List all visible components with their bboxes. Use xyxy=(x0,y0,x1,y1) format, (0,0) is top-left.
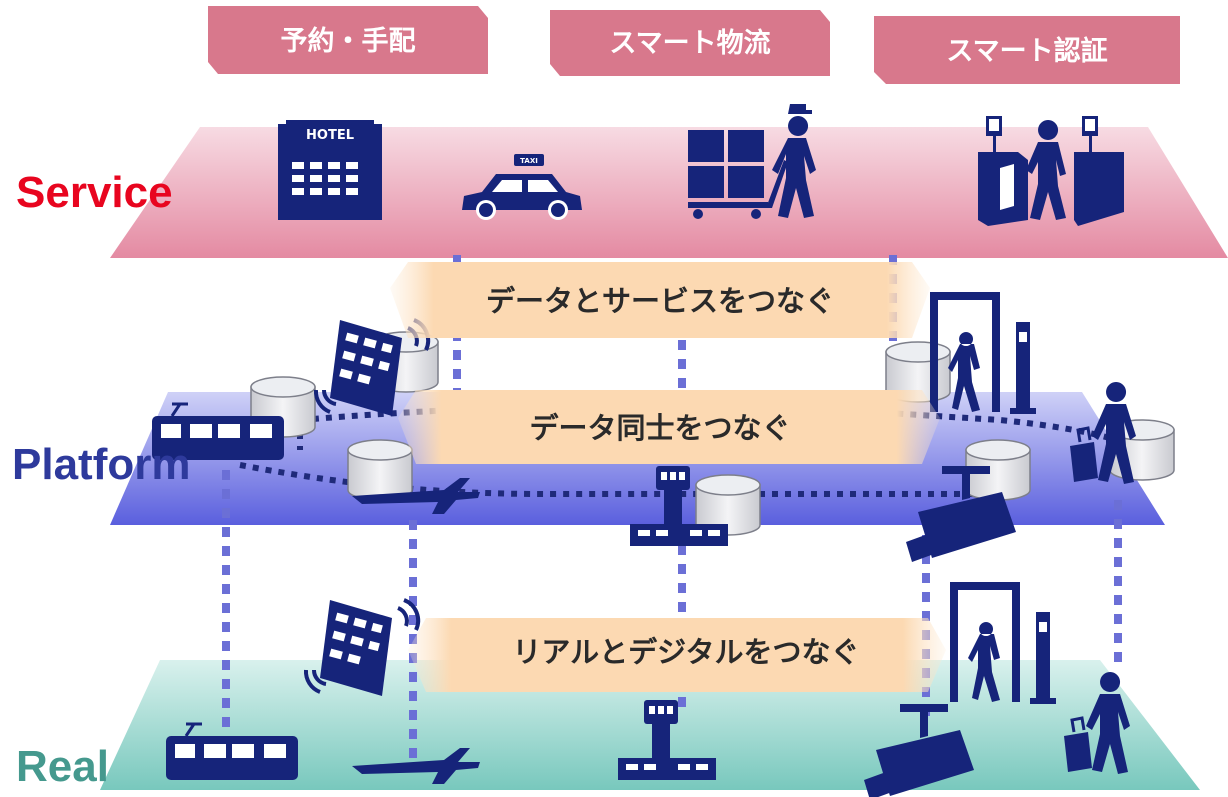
banner-label: データ同士をつなぐ xyxy=(529,411,790,445)
tag-label: スマート物流 xyxy=(609,28,770,59)
banner-real-and-digital: リアルとデジタルをつなぐ xyxy=(408,618,946,692)
taxi-icon: TAXI xyxy=(462,154,582,220)
service-layer-label: Service xyxy=(16,168,173,217)
service-tag-authentication: スマート認証 xyxy=(874,16,1180,84)
cargo-worker-icon xyxy=(688,104,816,219)
svg-text:HOTEL: HOTEL xyxy=(306,128,354,143)
banner-data-to-data: データ同士をつなぐ xyxy=(398,390,940,464)
real-layer-label: Real xyxy=(16,742,109,791)
banner-data-and-service: データとサービスをつなぐ xyxy=(390,262,930,338)
service-tag-reservation: 予約・手配 xyxy=(208,6,488,74)
banner-label: リアルとデジタルをつなぐ xyxy=(512,635,859,669)
banner-label: データとサービスをつなぐ xyxy=(486,284,834,318)
platform-layer-label: Platform xyxy=(12,440,191,489)
tag-label: 予約・手配 xyxy=(281,25,416,57)
database-icon xyxy=(347,439,413,501)
service-layer-plane xyxy=(110,127,1228,258)
tag-label: スマート認証 xyxy=(946,35,1107,67)
svg-text:TAXI: TAXI xyxy=(520,157,538,165)
security-gate-icon xyxy=(978,116,1124,226)
hotel-icon: HOTEL xyxy=(278,120,382,220)
service-tag-logistics: スマート物流 xyxy=(550,10,830,76)
